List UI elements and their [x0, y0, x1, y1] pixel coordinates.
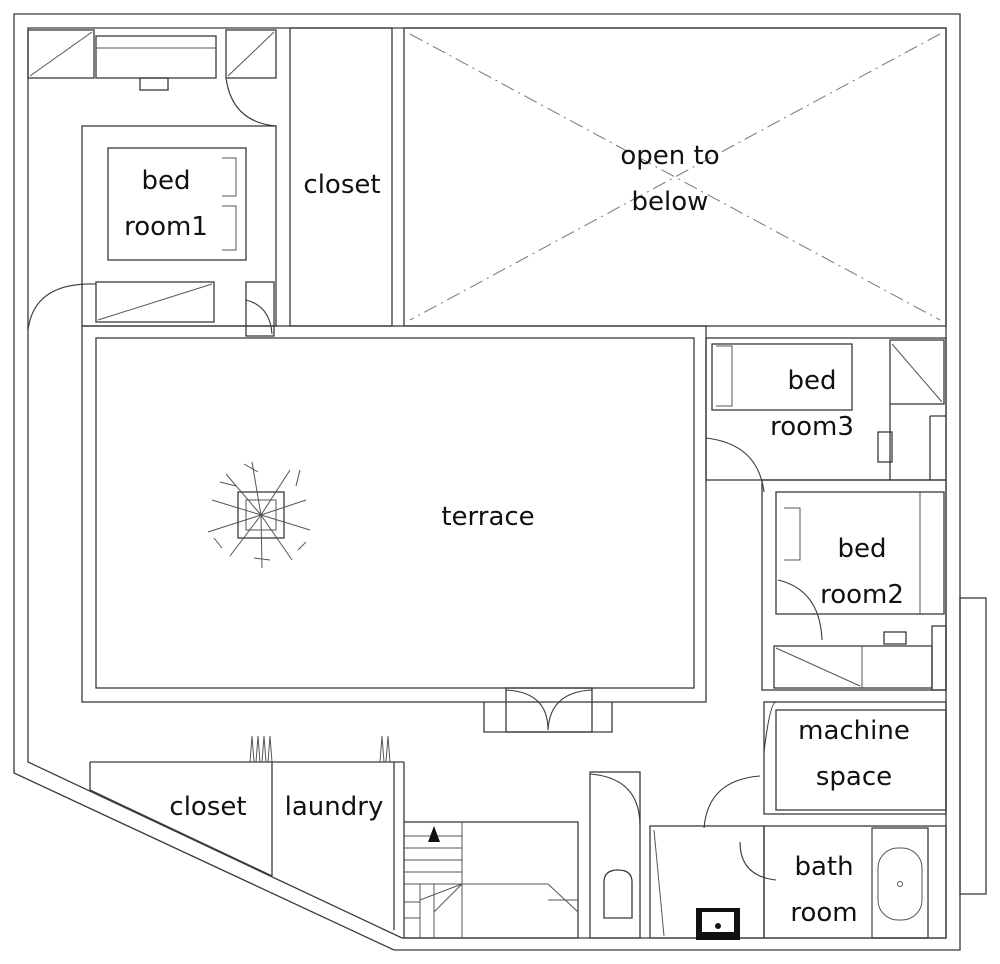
- bed-frame-3: [711, 343, 853, 411]
- wardrobe-2: [773, 645, 933, 689]
- hangers-closet: [249, 735, 273, 763]
- wardrobe-1: [95, 281, 215, 323]
- closet-lower-label: closet: [169, 792, 247, 822]
- stair-wall: [403, 821, 579, 939]
- exterior-ledge: [959, 597, 987, 895]
- window-top-mid: [225, 29, 277, 79]
- exterior-wall: [13, 13, 961, 951]
- bathroom-label: bath room: [790, 852, 858, 928]
- terrace-label: terrace: [441, 502, 535, 532]
- terrace-outer-wall: [81, 325, 707, 703]
- window-top-left: [27, 29, 95, 79]
- hangers-laundry: [379, 735, 391, 763]
- bedroom2-label: bed room2: [820, 534, 904, 610]
- bed-frame-1: [107, 147, 247, 261]
- sink-icon: [696, 908, 740, 940]
- laundry-label: laundry: [284, 792, 384, 822]
- machine-space-label: machine space: [798, 716, 910, 792]
- bedroom3-fixture: [877, 431, 893, 463]
- bathtub-icon: [871, 827, 929, 939]
- up-arrow-icon: [428, 826, 440, 842]
- bedroom2-fixture: [883, 631, 907, 645]
- open-to-below-label: open to below: [620, 141, 720, 217]
- machine-space-inner: [775, 709, 947, 811]
- bedroom1-label: bed room1: [124, 166, 208, 242]
- window-top: [95, 35, 217, 79]
- toilet-icon: [603, 869, 633, 919]
- window-sill: [139, 77, 169, 91]
- closet-upper-label: closet: [303, 170, 381, 200]
- bedroom3-label: bed room3: [770, 366, 854, 442]
- cupboard-3: [889, 339, 945, 405]
- door-bedroom1: [245, 281, 275, 337]
- bed-frame-2: [775, 491, 945, 615]
- bedroom2-wall: [761, 479, 947, 691]
- toilet-room-wall: [589, 771, 641, 939]
- terrace-wall: [95, 337, 695, 689]
- terrace-door: [505, 687, 593, 733]
- closet-lower-wall: [89, 762, 273, 877]
- tree-icon: [207, 461, 311, 569]
